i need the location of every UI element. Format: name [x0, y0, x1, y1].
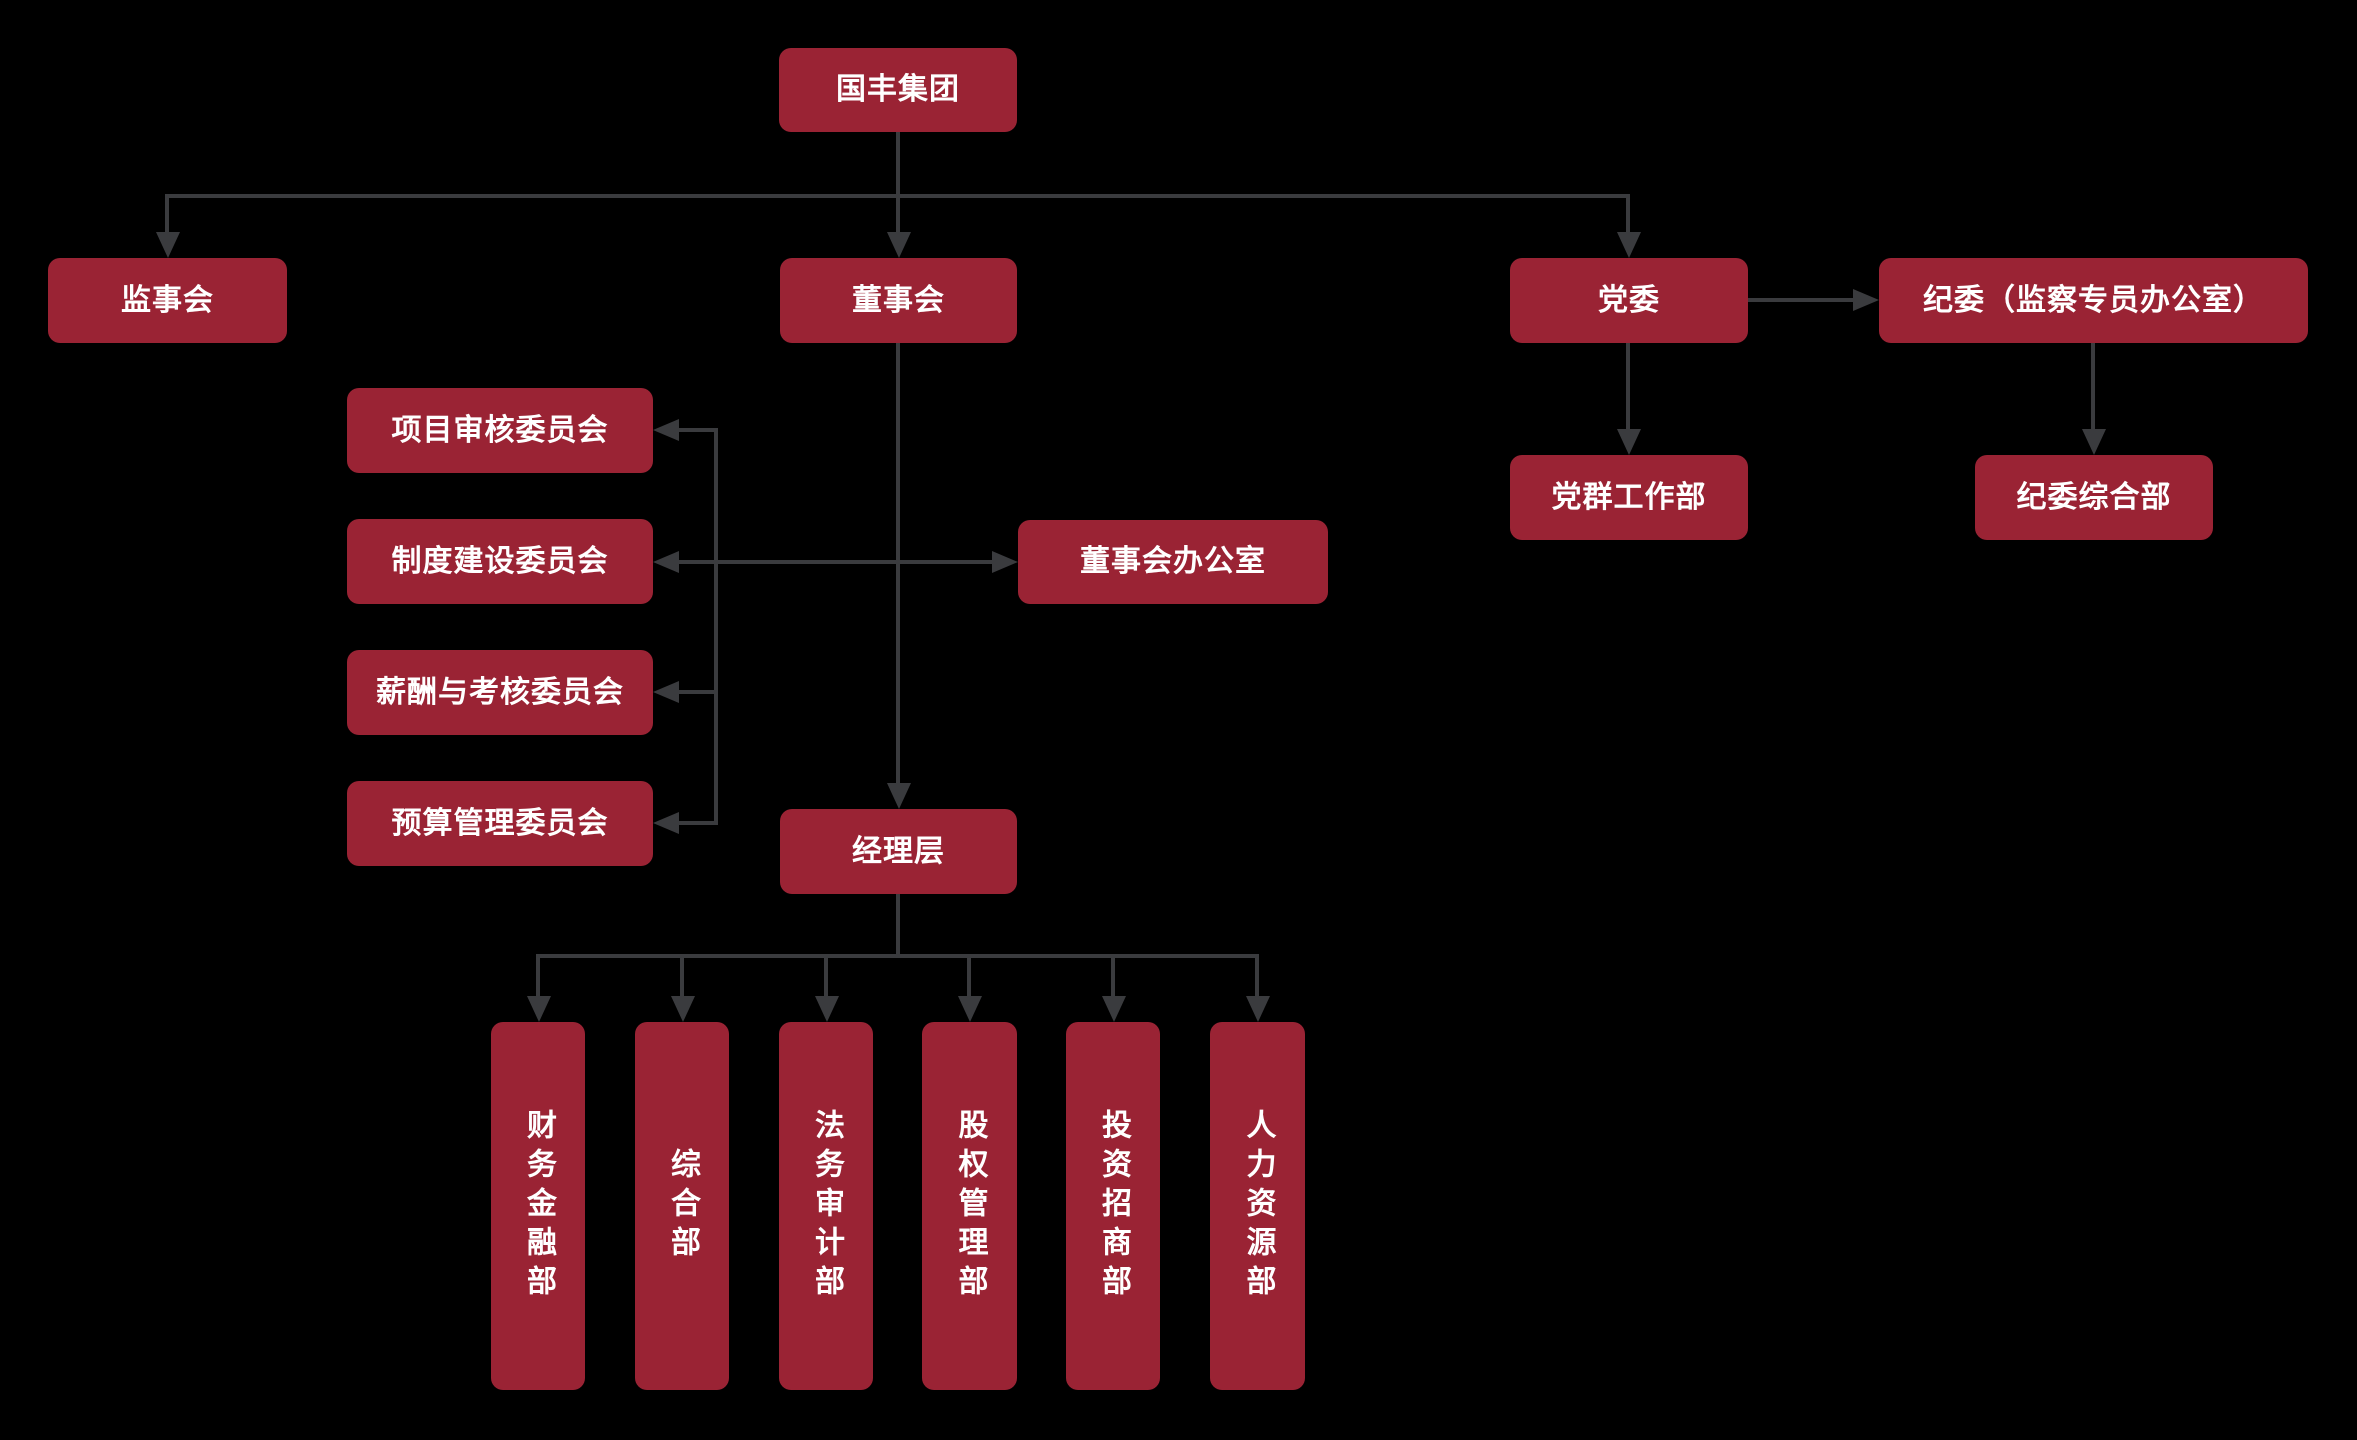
node-legal-audit-dept-label: 法务审计部: [809, 1108, 844, 1304]
edge-party-to-mass-dept: [1626, 343, 1630, 431]
arrowhead-down-party-mass-dept: [1617, 429, 1641, 455]
node-general-dept: 综合部: [635, 1022, 729, 1390]
arrowhead-down-board: [887, 232, 911, 258]
arrowhead-down-finance-dept: [527, 996, 551, 1022]
arrowhead-down-general-dept: [671, 996, 695, 1022]
edge-drop-investment-dept: [1111, 954, 1115, 998]
node-compensation-assessment-committee: 薪酬与考核委员会: [347, 650, 653, 735]
node-finance-dept-label: 财务金融部: [521, 1108, 556, 1304]
node-board-of-directors: 董事会: [780, 258, 1017, 343]
node-board-of-directors-label: 董事会: [852, 282, 945, 318]
node-compensation-assessment-committee-label: 薪酬与考核委员会: [376, 674, 624, 710]
node-board-office: 董事会办公室: [1018, 520, 1328, 604]
node-party-mass-work-dept-label: 党群工作部: [1551, 479, 1707, 515]
arrowhead-down-investment-dept: [1102, 996, 1126, 1022]
node-party-committee: 党委: [1510, 258, 1748, 343]
edge-stub-project-review: [677, 428, 716, 432]
node-budget-management-committee: 预算管理委员会: [347, 781, 653, 866]
edge-drop-board: [896, 194, 900, 234]
edge-bottom-branch: [536, 954, 1258, 958]
node-general-dept-label: 综合部: [665, 1147, 700, 1265]
edge-discipline-to-general-dept: [2091, 343, 2095, 431]
arrowhead-left-budget: [653, 812, 679, 834]
node-equity-management-dept: 股权管理部: [922, 1022, 1017, 1390]
node-party-mass-work-dept: 党群工作部: [1510, 455, 1748, 540]
edge-drop-equity-dept: [967, 954, 971, 998]
edge-drop-party: [1626, 194, 1630, 234]
node-supervisory-board-label: 监事会: [121, 282, 214, 318]
node-human-resources-dept: 人力资源部: [1210, 1022, 1305, 1390]
arrowhead-down-equity-dept: [958, 996, 982, 1022]
edge-drop-supervisory: [165, 194, 169, 234]
node-management-level: 经理层: [780, 809, 1017, 894]
node-legal-audit-dept: 法务审计部: [779, 1022, 873, 1390]
node-discipline-general-dept-label: 纪委综合部: [2016, 479, 2172, 515]
arrowhead-right-discipline: [1853, 289, 1879, 311]
node-system-construction-committee-label: 制度建设委员会: [391, 543, 609, 579]
node-investment-promotion-dept-label: 投资招商部: [1096, 1108, 1131, 1304]
node-equity-management-dept-label: 股权管理部: [952, 1108, 988, 1304]
edge-drop-legal-audit-dept: [824, 954, 828, 998]
edge-drop-finance-dept: [536, 954, 540, 998]
edge-drop-general-dept: [680, 954, 684, 998]
arrowhead-down-hr-dept: [1246, 996, 1270, 1022]
node-hq: 国丰集团: [779, 48, 1017, 132]
node-human-resources-dept-label: 人力资源部: [1240, 1108, 1276, 1304]
edge-committee-trunk: [714, 428, 718, 825]
node-investment-promotion-dept: 投资招商部: [1066, 1022, 1160, 1390]
arrowhead-down-management: [887, 783, 911, 809]
edge-top-branch: [165, 194, 1630, 198]
node-discipline-committee-label: 纪委（监察专员办公室）: [1923, 282, 2264, 318]
node-discipline-general-dept: 纪委综合部: [1975, 455, 2213, 540]
node-hq-label: 国丰集团: [836, 72, 960, 107]
arrowhead-down-legal-audit-dept: [815, 996, 839, 1022]
arrowhead-down-discipline-general-dept: [2082, 429, 2106, 455]
arrowhead-left-project-review: [653, 419, 679, 441]
edge-hq-stem: [896, 132, 900, 196]
node-system-construction-committee: 制度建设委员会: [347, 519, 653, 604]
edge-stub-budget: [677, 821, 716, 825]
node-discipline-committee: 纪委（监察专员办公室）: [1879, 258, 2308, 343]
edge-drop-hr-dept: [1255, 954, 1259, 998]
edge-cross-to-board-office: [677, 560, 994, 564]
arrowhead-left-system-construction: [653, 551, 679, 573]
edge-management-stem: [896, 894, 900, 956]
node-project-review-committee-label: 项目审核委员会: [391, 412, 609, 448]
node-project-review-committee: 项目审核委员会: [347, 388, 653, 473]
node-budget-management-committee-label: 预算管理委员会: [391, 805, 609, 841]
node-board-office-label: 董事会办公室: [1080, 544, 1266, 579]
node-supervisory-board: 监事会: [48, 258, 287, 343]
node-party-committee-label: 党委: [1598, 282, 1660, 318]
arrowhead-down-party: [1617, 232, 1641, 258]
arrowhead-down-supervisory: [156, 232, 180, 258]
edge-stub-compensation: [677, 690, 716, 694]
arrowhead-left-compensation: [653, 681, 679, 703]
arrowhead-right-board-office: [992, 551, 1018, 573]
edge-party-to-discipline: [1748, 298, 1854, 302]
node-finance-dept: 财务金融部: [491, 1022, 585, 1390]
node-management-level-label: 经理层: [852, 833, 945, 869]
